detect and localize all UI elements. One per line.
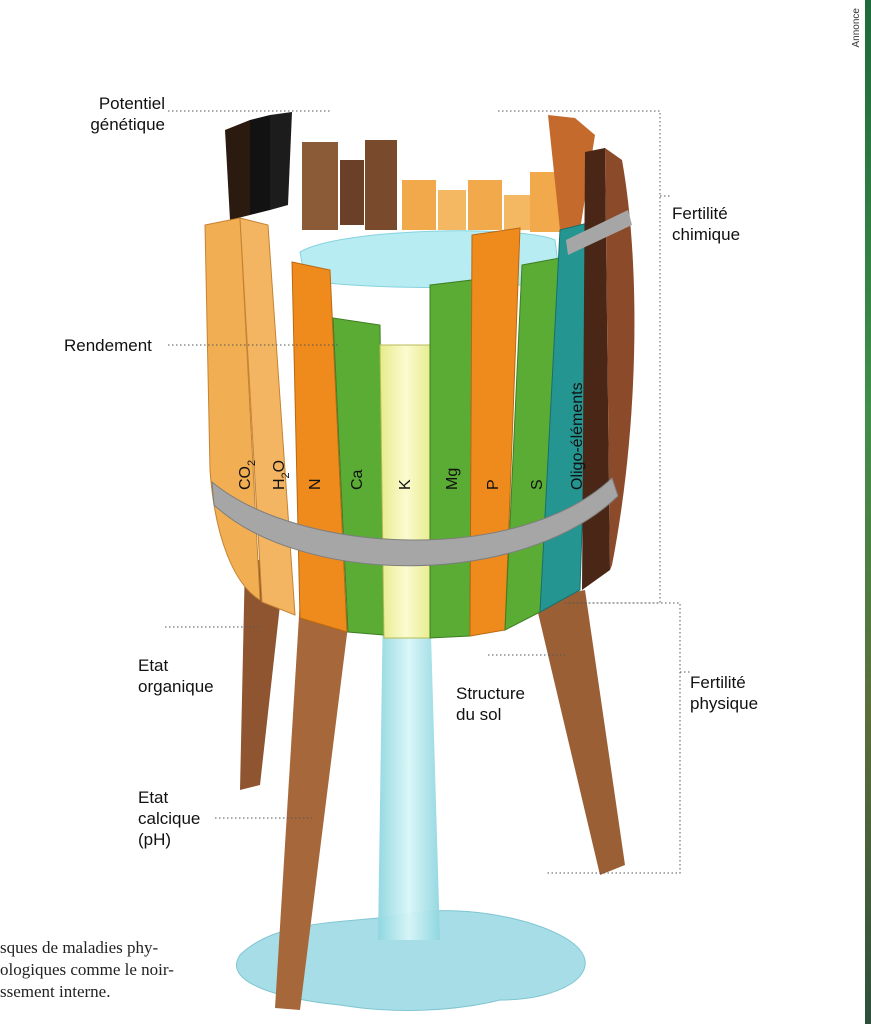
stave-back-7 xyxy=(402,180,436,230)
stave-h2o xyxy=(239,217,296,616)
hoop-top xyxy=(566,210,632,255)
stave-label-ca: Ca xyxy=(349,469,366,490)
stave-label-co2: CO2 xyxy=(237,460,258,490)
stave-mg xyxy=(429,279,473,639)
stave-back-10 xyxy=(504,195,530,230)
bracket-fertilite-physique xyxy=(545,602,681,874)
stave-dark-1 xyxy=(582,148,610,590)
stave-k xyxy=(379,344,433,639)
hoop-bottom xyxy=(211,477,619,567)
leg-back-left xyxy=(240,560,285,790)
stave-label-p: P xyxy=(485,479,502,490)
leg-front-left xyxy=(275,600,350,1010)
stave-back-4 xyxy=(302,142,338,230)
label-fertilite-chimique: Fertilité chimique xyxy=(672,204,741,244)
stave-back-8 xyxy=(438,190,466,230)
page-edge-strip xyxy=(865,0,871,1024)
label-rendement: Rendement xyxy=(64,336,152,355)
stave-back-9 xyxy=(468,180,502,230)
bracket-fertilite-chimique xyxy=(498,110,661,604)
text-caption-fragment: sques de maladies phy- ologiques comme l… xyxy=(0,938,174,1001)
stave-back-5 xyxy=(340,160,364,225)
label-potentiel-genetique: Potentiel génétique xyxy=(90,94,165,134)
stave-back-6 xyxy=(365,140,397,230)
label-etat-organique: Etat organique xyxy=(138,656,214,696)
stave-label-k: K xyxy=(397,479,414,490)
stave-back-2 xyxy=(250,115,270,215)
stave-label-h2o: H2O xyxy=(271,460,292,490)
stave-back-3 xyxy=(270,112,292,210)
stave-dark-2 xyxy=(605,148,635,570)
stave-back-12 xyxy=(548,115,595,230)
stave-back-1 xyxy=(225,120,250,220)
water-jet xyxy=(378,600,440,940)
leg-front-right xyxy=(535,590,625,875)
label-fertilite-physique: Fertilité physique xyxy=(690,673,759,713)
stave-label-n: N xyxy=(307,478,324,490)
label-structure-du-sol: Structure du sol xyxy=(456,684,525,724)
stave-label-s: S xyxy=(529,479,546,490)
stave-label-oligo: Oligo-éléments xyxy=(569,382,586,490)
label-etat-calcique: Etat calcique (pH) xyxy=(138,788,201,849)
stave-label-mg: Mg xyxy=(444,468,461,490)
